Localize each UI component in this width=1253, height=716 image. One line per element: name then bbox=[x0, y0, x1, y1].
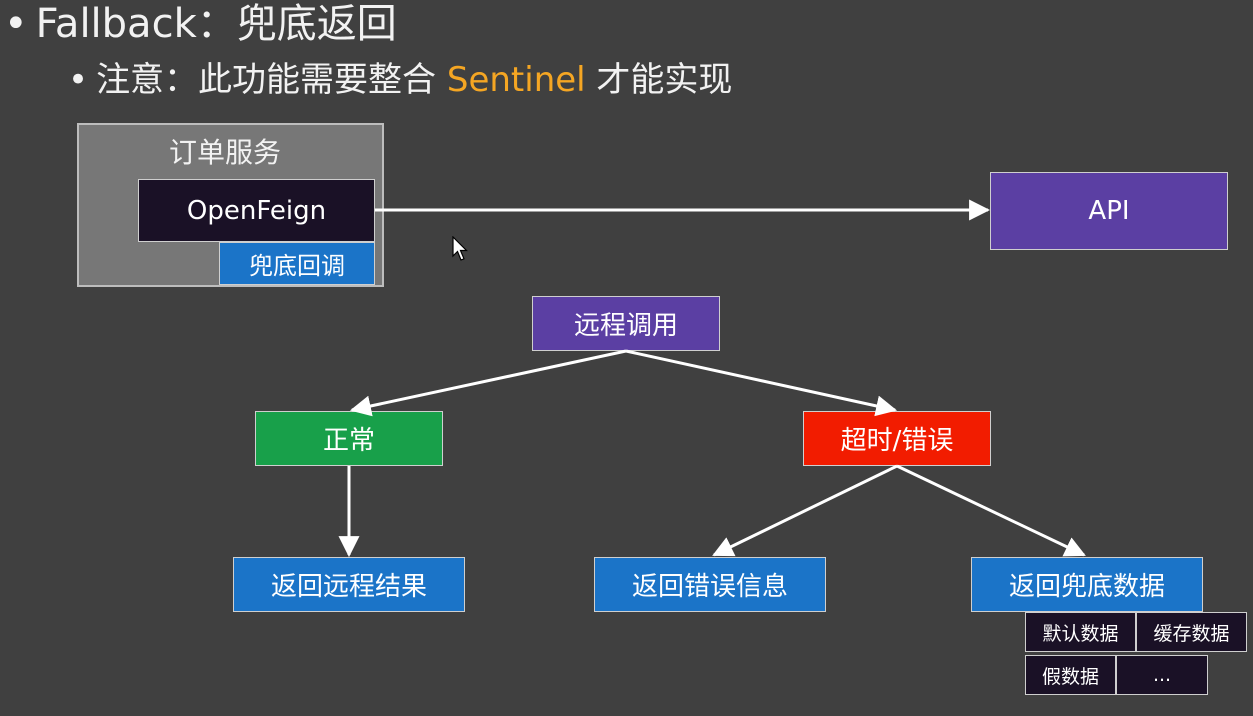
remote-call-box: 远程调用 bbox=[532, 296, 720, 351]
openfeign-box: OpenFeign bbox=[138, 179, 375, 242]
order-service-label: 订单服务 bbox=[169, 136, 282, 169]
arrow-remote-to-normal bbox=[349, 349, 627, 417]
fallback-callback-box: 兜底回调 bbox=[219, 242, 375, 285]
api-box: API bbox=[990, 172, 1228, 250]
return-remote-result-box: 返回远程结果 bbox=[233, 557, 465, 612]
more-options-box: ... bbox=[1116, 655, 1208, 695]
heading-main: •Fallback：兜底返回 bbox=[4, 0, 397, 50]
heading-main-text: Fallback：兜底返回 bbox=[35, 1, 397, 47]
heading-sub-prefix: 注意：此功能需要整合 bbox=[96, 60, 447, 100]
heading-sub-accent: Sentinel bbox=[446, 60, 586, 100]
normal-box: 正常 bbox=[255, 411, 443, 466]
default-data-box: 默认数据 bbox=[1025, 612, 1136, 652]
return-fallback-data-box: 返回兜底数据 bbox=[971, 557, 1203, 612]
bullet-dot: • bbox=[4, 1, 28, 47]
arrow-timeout-to-return-fallback bbox=[896, 464, 1086, 557]
bullet-dot: • bbox=[68, 60, 89, 100]
arrow-remote-to-timeout bbox=[625, 349, 898, 417]
fake-data-box: 假数据 bbox=[1025, 655, 1116, 695]
return-error-info-box: 返回错误信息 bbox=[594, 557, 826, 612]
arrow-timeout-to-return-error bbox=[712, 464, 898, 557]
heading-sub: •注意：此功能需要整合 Sentinel 才能实现 bbox=[68, 56, 732, 104]
cached-data-box: 缓存数据 bbox=[1136, 612, 1247, 652]
heading-sub-suffix: 才能实现 bbox=[585, 60, 733, 100]
mouse-pointer-icon bbox=[452, 236, 468, 261]
timeout-error-box: 超时/错误 bbox=[803, 411, 991, 466]
